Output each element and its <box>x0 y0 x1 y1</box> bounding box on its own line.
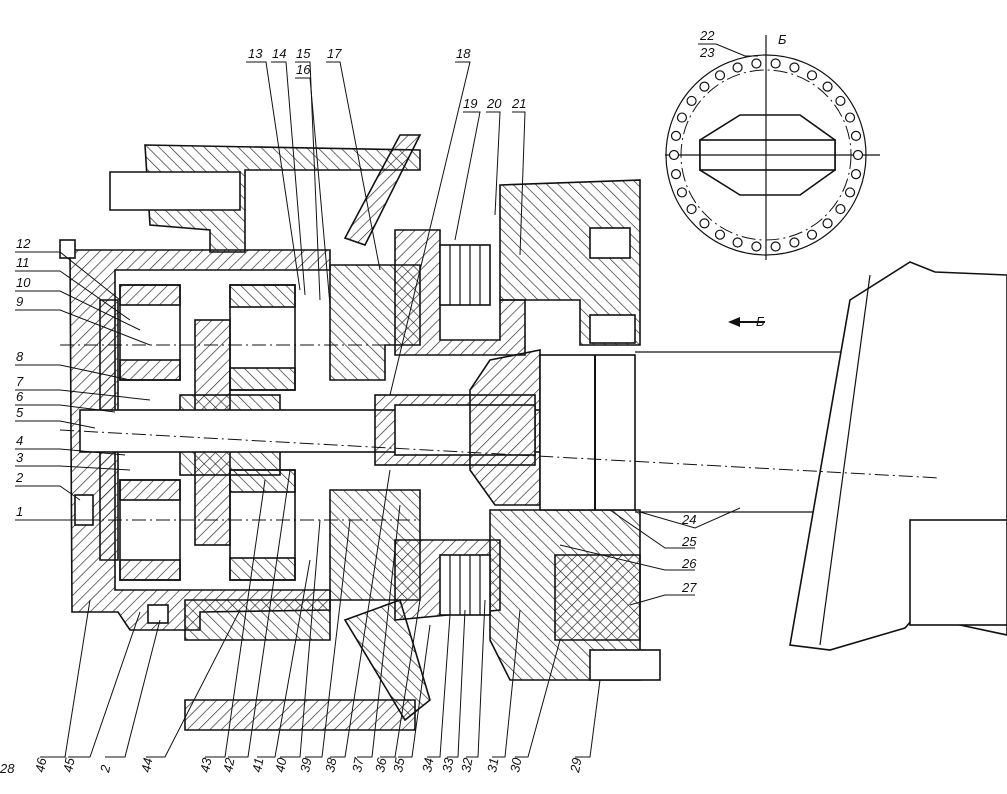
bolt-hole <box>852 149 864 161</box>
callout-33: 33 <box>439 756 456 774</box>
bolt-hole <box>835 203 846 215</box>
friction-discs-upper <box>439 244 491 306</box>
bolt-hole <box>670 130 682 141</box>
input-shaft <box>79 394 541 466</box>
bolt-hole <box>699 81 710 92</box>
bolt-hole <box>699 218 710 229</box>
callout-46: 46 <box>32 756 49 774</box>
callout-10: 10 <box>16 275 31 290</box>
callout-28: 28 <box>0 761 15 776</box>
callout-14: 14 <box>272 46 286 61</box>
bolt-hole <box>714 70 726 81</box>
bolt-hole <box>806 70 818 81</box>
bolt-hole <box>806 229 818 240</box>
callout-13: 13 <box>248 46 263 61</box>
planet-gear-lower-left <box>119 469 296 581</box>
callout-27: 27 <box>681 580 697 595</box>
callout-9: 9 <box>16 294 23 309</box>
callout-21: 21 <box>511 96 526 111</box>
callout-17: 17 <box>327 46 342 61</box>
callout-36: 36 <box>372 756 389 774</box>
callout-29: 29 <box>567 757 584 775</box>
bolt-hole <box>751 58 762 69</box>
callout-16: 16 <box>296 62 311 77</box>
planet-gear-upper-left <box>119 284 296 391</box>
callout-25: 25 <box>681 534 697 549</box>
bolt-hole <box>714 229 726 240</box>
output-hub <box>539 351 850 513</box>
callout-8: 8 <box>16 349 24 364</box>
callout-26: 26 <box>681 556 697 571</box>
callouts-right: 24 25 26 27 <box>681 512 697 595</box>
bolt-hole <box>670 169 682 180</box>
bolt-hole <box>822 81 833 92</box>
callout-43: 43 <box>197 756 214 774</box>
bolt-hole <box>676 187 688 198</box>
callout-2: 2 <box>15 470 24 485</box>
bolts <box>59 227 661 681</box>
bolt-hole <box>835 95 846 107</box>
callout-18: 18 <box>456 46 471 61</box>
bolt-hole <box>770 58 781 69</box>
callout-19: 19 <box>463 96 477 111</box>
callout-4: 4 <box>16 433 23 448</box>
callout-3: 3 <box>16 450 24 465</box>
callout-32: 32 <box>458 756 475 774</box>
drive-wheel <box>789 261 1007 651</box>
callout-44: 44 <box>138 757 155 774</box>
callout-2: 2 <box>97 763 113 774</box>
callouts-left: 12 11 10 9 8 765 4 3 2 1 <box>15 236 31 519</box>
bolt-hole <box>686 95 697 107</box>
bolt-hole <box>770 241 781 252</box>
leader-lines <box>15 61 741 758</box>
bolt-hole <box>751 241 762 252</box>
view-b-title: Б <box>778 32 787 47</box>
callout-45: 45 <box>60 756 77 774</box>
callout-41: 41 <box>249 757 266 774</box>
callout-30: 30 <box>507 756 524 774</box>
callout-20: 20 <box>486 96 502 111</box>
callout-11: 11 <box>16 255 30 270</box>
bolt-hole <box>850 169 862 180</box>
callout-12: 12 <box>16 236 31 251</box>
callout-35: 35 <box>390 756 407 774</box>
bolt-hole <box>732 237 743 248</box>
bolt-hole <box>844 112 856 123</box>
bolt-hole <box>844 187 856 198</box>
callout-37: 37 <box>349 756 366 774</box>
callout-23: 23 <box>699 45 715 60</box>
callout-1: 1 <box>16 504 23 519</box>
friction-discs-lower <box>439 554 491 616</box>
bolt-hole <box>668 149 680 161</box>
callout-39: 39 <box>297 757 314 774</box>
callout-42: 42 <box>220 756 237 774</box>
bolt-hole <box>789 62 800 73</box>
view-b-detail <box>665 35 880 260</box>
callout-22: 22 <box>699 28 715 43</box>
bolt-hole <box>686 203 697 215</box>
callout-34: 34 <box>419 757 436 774</box>
callout-40: 40 <box>272 756 289 774</box>
bolt-hole <box>732 62 743 73</box>
view-b-bolt-holes <box>668 58 864 252</box>
view-arrow-label: Б <box>756 314 765 329</box>
bolt-hole <box>822 218 833 229</box>
callout-15: 15 <box>296 46 311 61</box>
callout-5: 5 <box>16 405 24 420</box>
callout-7: 7 <box>16 374 24 389</box>
callout-24: 24 <box>681 512 696 527</box>
callout-38: 38 <box>322 756 339 774</box>
view-arrow <box>728 317 765 327</box>
callout-6: 6 <box>16 389 24 404</box>
bolt-hole <box>789 237 800 248</box>
main-axis <box>59 429 941 479</box>
callout-31: 31 <box>484 757 501 774</box>
bolt-hole <box>850 130 862 141</box>
bolt-hole <box>676 112 688 123</box>
